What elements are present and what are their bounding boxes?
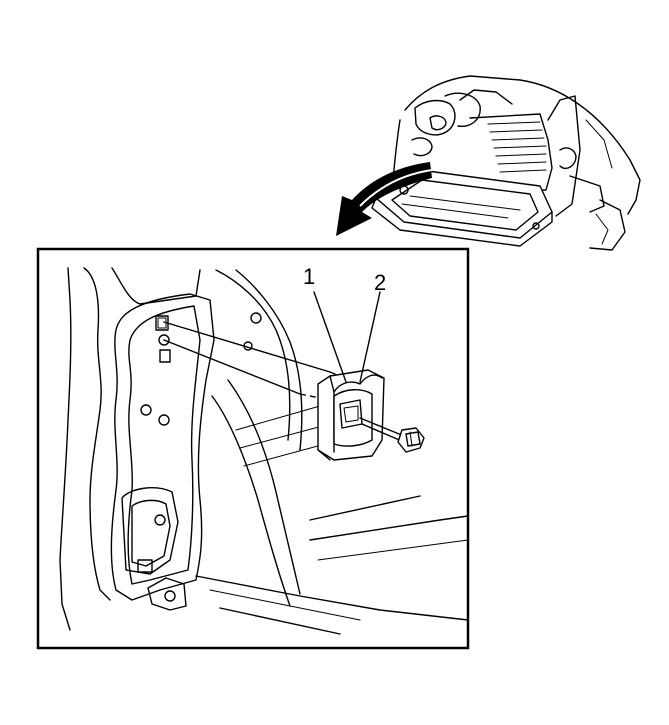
bracket-bolt <box>359 417 425 453</box>
callout-1-label: 1 <box>303 264 315 289</box>
callout-2-label: 2 <box>374 270 386 295</box>
vehicle-locator-view <box>371 75 641 251</box>
callout-1-leader <box>313 291 347 383</box>
detail-view <box>59 267 469 635</box>
locator-arrow <box>336 162 433 236</box>
detail-view-frame <box>36 247 470 650</box>
cargo-bracket <box>317 369 385 461</box>
callout-2-leader <box>359 291 381 383</box>
